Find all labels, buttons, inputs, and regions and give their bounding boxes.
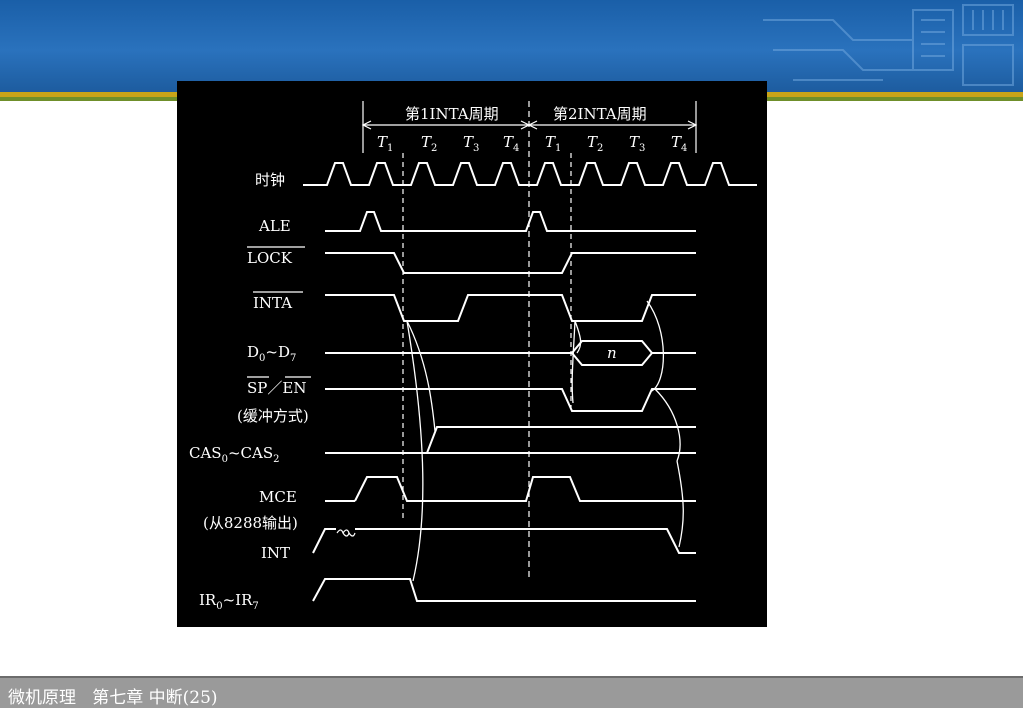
inta-waveform xyxy=(325,294,696,322)
t-label: T3 xyxy=(629,133,645,154)
t-label: T4 xyxy=(503,133,519,154)
cycle2-label: 第2INTA周期 xyxy=(553,105,647,123)
int-break-mark xyxy=(336,529,356,537)
cycle2-arrow-right xyxy=(687,120,698,130)
t-label: T2 xyxy=(587,133,603,154)
footer-bar: 微机原理 第七章 中断(25) xyxy=(0,676,1023,708)
label-lock: LOCK xyxy=(247,249,293,267)
cas-waveform-upper xyxy=(325,426,696,454)
label-clock: 时钟 xyxy=(255,171,285,189)
arrow-release-cas xyxy=(654,388,681,462)
timing-diagram: 第1INTA周期 第2INTA周期 T1 T2 T3 T4 T1 T2 T3 T4 时钟 AL… xyxy=(189,101,757,612)
sp-en-waveform xyxy=(325,388,696,412)
arrow-inta-release-data xyxy=(646,300,665,392)
ir-waveform xyxy=(312,578,696,602)
data-bus-value: n xyxy=(607,344,617,362)
arrow-to-int xyxy=(676,460,684,548)
cycle1-label: 第1INTA周期 xyxy=(405,105,499,123)
lock-waveform xyxy=(325,252,696,274)
circuit-decoration-icon xyxy=(763,4,1014,86)
ale-waveform xyxy=(325,211,696,232)
t-label: T3 xyxy=(463,133,479,154)
label-ale: ALE xyxy=(258,217,291,235)
t-state-labels: T1 T2 T3 T4 T1 T2 T3 T4 xyxy=(377,133,687,154)
cycle2-arrow-left xyxy=(527,120,538,130)
t-label: T1 xyxy=(545,133,561,154)
cycle1-arrow-left xyxy=(361,120,372,130)
label-inta: INTA xyxy=(253,294,292,312)
int-waveform xyxy=(355,528,696,554)
label-cas: CAS0~CAS2 xyxy=(189,444,280,465)
data-bus-lower xyxy=(571,352,653,366)
label-mce: MCE xyxy=(259,488,297,506)
label-sp-en: SP／EN xyxy=(247,379,306,397)
header-banner xyxy=(0,0,1023,92)
clock-waveform xyxy=(303,162,757,186)
arrow-inta-to-data xyxy=(574,320,582,354)
label-ir: IR0~IR7 xyxy=(199,591,259,612)
label-data-bus: D0~D7 xyxy=(247,343,296,364)
footer-title: 微机原理 第七章 中断(25) xyxy=(8,688,218,708)
t-label: T1 xyxy=(377,133,393,154)
arrow-inta-to-sp xyxy=(571,320,576,404)
arrow-ir-to-inta xyxy=(406,320,424,582)
arrow-inta-to-cas xyxy=(406,320,436,432)
t-label: T4 xyxy=(671,133,687,154)
label-mce-note: (从8288输出) xyxy=(203,514,298,532)
label-int: INT xyxy=(261,544,290,562)
mce-waveform xyxy=(354,476,696,502)
timing-diagram-panel: 第1INTA周期 第2INTA周期 T1 T2 T3 T4 T1 T2 T3 T4 时钟 AL… xyxy=(177,81,767,627)
label-buffer-mode: (缓冲方式) xyxy=(237,407,309,425)
data-bus-upper xyxy=(325,340,696,354)
t-label: T2 xyxy=(421,133,437,154)
int-waveform-lead xyxy=(312,528,336,554)
